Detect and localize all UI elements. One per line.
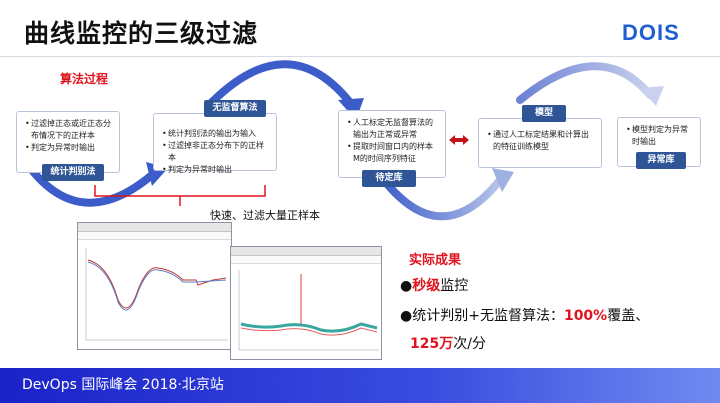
step-box-pending: 人工标定无监督算法的输出为正常或异常 提取时间窗口内的样本M的时间序列特征 <box>338 110 446 178</box>
arc-4 <box>516 62 654 104</box>
monitoring-screenshot-1 <box>77 222 232 350</box>
step2-line-3: 判定为异常时输出 <box>162 164 270 176</box>
arc-4-head <box>640 86 664 106</box>
step-box-unsupervised: 统计判别法的输出为输入 过滤掉非正态分布下的正样本 判定为异常时输出 <box>153 113 277 176</box>
step1-line-2: 判定为异常时输出 <box>25 142 113 154</box>
algorithm-process-label: 算法过程 <box>60 72 109 86</box>
tag-anomaly-library: 异常库 <box>636 152 686 169</box>
result-line-3: 125万次/分 <box>410 333 486 353</box>
arc-1 <box>24 161 156 207</box>
slide-title: 曲线监控的三级过滤 <box>24 19 259 48</box>
arc-2 <box>208 60 356 109</box>
step2-line-1: 统计判别法的输出为输入 <box>162 128 270 140</box>
filter-summary-text: 快速、过滤大量正样本 <box>210 209 320 222</box>
footer-bar <box>0 368 720 403</box>
step3-line-1: 人工标定无监督算法的输出为正常或异常 <box>347 117 439 141</box>
bullet-icon: ● <box>400 308 413 324</box>
step2-line-2: 过滤掉非正态分布下的正样本 <box>162 140 270 164</box>
dois-logo: DOIS <box>622 20 680 45</box>
step4-line-1: 通过人工标定结果和计算出的特征训练模型 <box>487 129 595 153</box>
bullet-icon: ● <box>400 278 413 294</box>
monitoring-screenshot-2 <box>230 246 382 360</box>
result-2-text: 统计判别+无监督算法： <box>412 308 564 324</box>
result-1-highlight: 秒级 <box>412 278 441 294</box>
step5-line-1: 模型判定为异常时输出 <box>626 124 694 148</box>
screenshot-2-plot <box>231 264 381 359</box>
title-divider <box>0 56 720 57</box>
step-box-statistical: 过滤掉正态或近正态分布情况下的正样本 判定为异常时输出 <box>16 111 120 173</box>
result-2-highlight: 100% <box>563 308 608 324</box>
result-line-2: ●统计判别+无监督算法：100%覆盖、 <box>400 305 649 325</box>
result-line-1: ●秒级监控 <box>400 275 468 295</box>
result-3-highlight: 125万 <box>410 336 454 352</box>
results-heading: 实际成果 <box>409 253 462 268</box>
bidirectional-arrow-icon <box>449 135 469 145</box>
tag-statistical-method: 统计判别法 <box>42 164 104 181</box>
tag-unsupervised-algorithm: 无监督算法 <box>204 100 266 117</box>
tag-model: 模型 <box>522 105 566 122</box>
result-3-text: 次/分 <box>453 336 486 352</box>
step-box-model: 通过人工标定结果和计算出的特征训练模型 <box>478 118 602 168</box>
footer-conference-name: DevOps 国际峰会 2018·北京站 <box>22 377 224 393</box>
screenshot-1-plot <box>78 240 231 349</box>
step1-line-1: 过滤掉正态或近正态分布情况下的正样本 <box>25 118 113 142</box>
arc-3 <box>376 171 504 221</box>
arc-3-head <box>492 168 514 192</box>
tag-pending-library: 待定库 <box>362 170 416 187</box>
step3-line-2: 提取时间窗口内的样本M的时间序列特征 <box>347 141 439 165</box>
result-2-rest: 覆盖、 <box>607 308 650 324</box>
result-1-text: 监控 <box>440 278 469 294</box>
